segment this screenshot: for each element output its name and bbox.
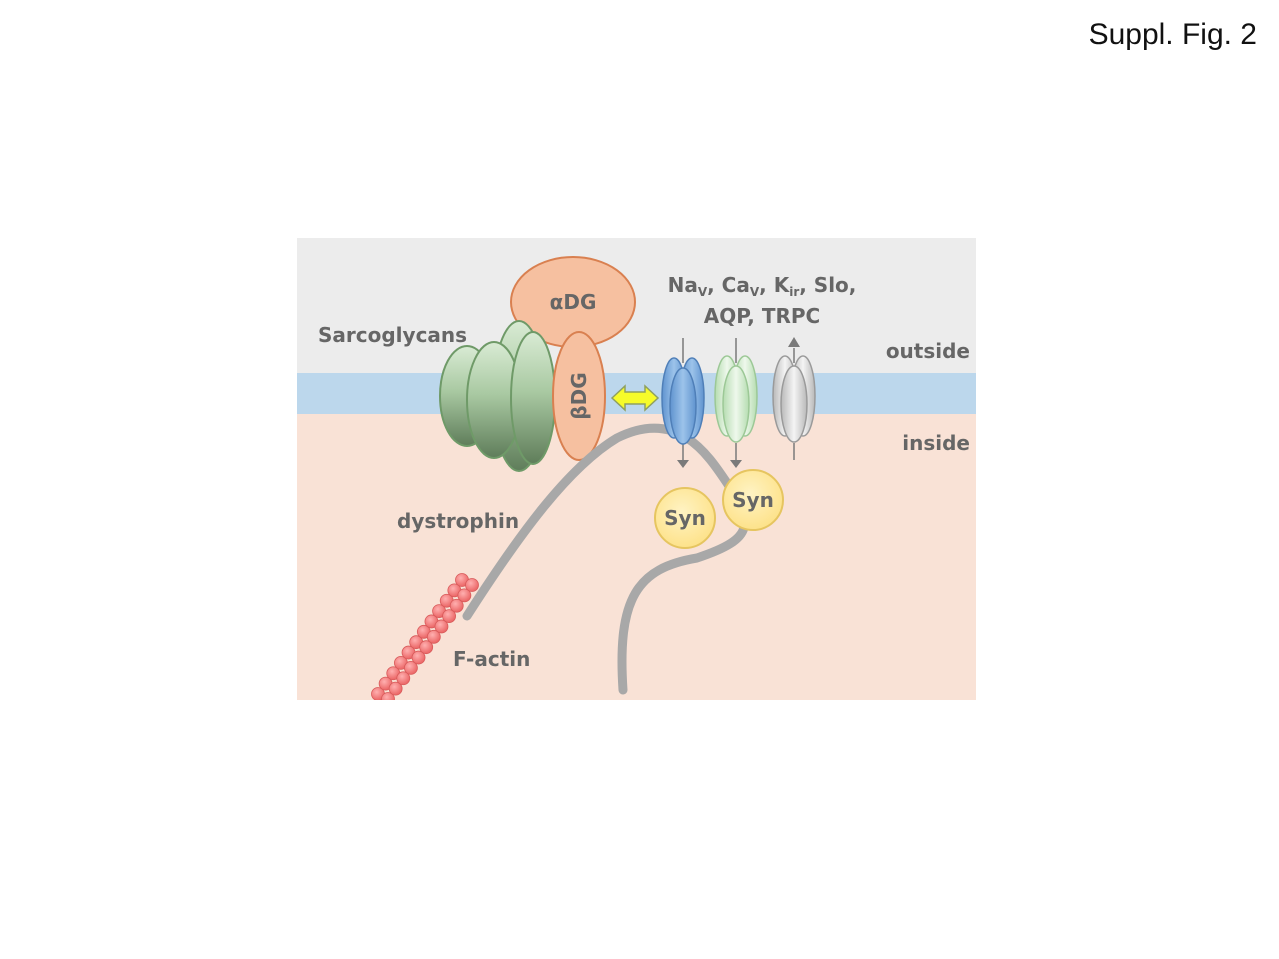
syntrophin-left: Syn xyxy=(654,487,716,549)
dystrophin-complex-diagram: outside inside αDG Sarcoglycans βDG dyst… xyxy=(297,238,976,700)
actin-bead xyxy=(388,681,403,696)
actin-bead xyxy=(411,650,426,665)
alpha-dg-label: αDG xyxy=(550,290,597,314)
cav-channel xyxy=(714,338,758,468)
actin-bead xyxy=(381,692,395,700)
sarcoglycan-complex xyxy=(439,320,556,472)
dystrophin-strand xyxy=(462,423,750,695)
figure-label: Suppl. Fig. 2 xyxy=(1088,18,1257,51)
channels-label-line1: NaV, CaV, Kir, Slo, xyxy=(668,273,857,299)
actin-bead xyxy=(449,598,464,613)
nav-channel xyxy=(661,338,705,468)
actin-bead xyxy=(457,588,472,603)
inside-label: inside xyxy=(902,431,970,455)
actin-bead xyxy=(434,619,449,634)
channels-label-line2: AQP, TRPC xyxy=(704,304,820,328)
sarcoglycans-label: Sarcoglycans xyxy=(318,323,467,347)
actin-bead xyxy=(442,609,456,623)
outside-label: outside xyxy=(886,339,970,363)
f-actin-filament xyxy=(371,573,479,700)
actin-bead xyxy=(396,671,411,686)
actin-bead xyxy=(426,629,441,644)
f-actin-label: F-actin xyxy=(453,647,530,671)
dystrophin-label: dystrophin xyxy=(397,509,519,533)
kir-channel xyxy=(772,337,816,460)
actin-bead xyxy=(404,661,418,675)
syn-right-label: Syn xyxy=(732,488,774,512)
interaction-double-arrow xyxy=(610,384,660,412)
actin-bead xyxy=(419,640,434,655)
actin-bead xyxy=(465,578,479,592)
syn-left-label: Syn xyxy=(664,506,706,530)
extracellular-space xyxy=(297,238,976,373)
beta-dystroglycan xyxy=(552,331,606,461)
beta-dg-label: βDG xyxy=(567,372,591,419)
syntrophin-right: Syn xyxy=(722,469,784,531)
